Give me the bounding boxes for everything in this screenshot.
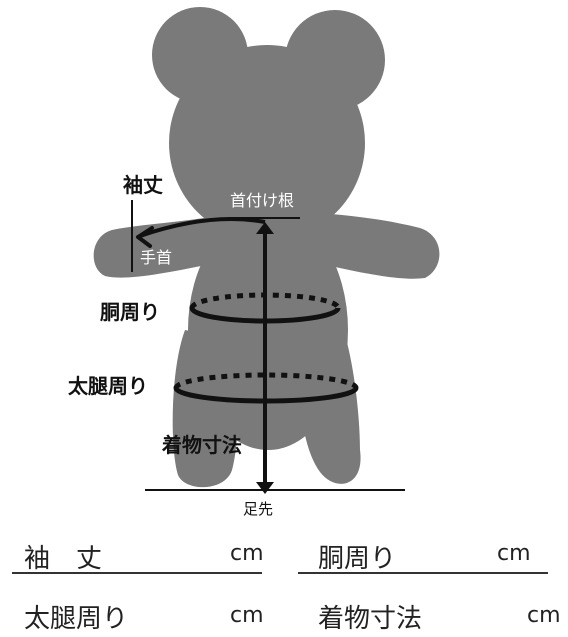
sleeve-arrow-line xyxy=(139,217,266,238)
field-label-length: 着物寸法 xyxy=(318,604,423,634)
waist-ellipse-front xyxy=(189,307,341,324)
field-label-sleeve: 袖 丈 xyxy=(24,544,103,574)
sleeve-arrowhead xyxy=(136,226,154,248)
field-unit-sleeve: cm xyxy=(230,541,264,566)
bear-right-leg xyxy=(298,335,361,484)
bear-measurement-diagram: 袖丈 首付け根 手首 胴周り 太腿周り 着物寸法 足先 xyxy=(68,7,440,518)
field-label-waist: 胴周り xyxy=(318,544,397,574)
field-input-sleeve[interactable] xyxy=(12,572,262,574)
label-thigh: 太腿周り xyxy=(68,374,148,398)
length-arrowhead-top xyxy=(256,222,274,234)
label-length: 着物寸法 xyxy=(161,433,242,457)
thigh-ellipse-front xyxy=(173,387,359,404)
field-unit-length: cm xyxy=(527,603,561,628)
field-unit-waist: cm xyxy=(497,541,531,566)
thigh-ellipse-back xyxy=(173,372,359,389)
label-neck-base: 首付け根 xyxy=(230,191,294,210)
bear-left-leg xyxy=(172,330,239,488)
label-toe: 足先 xyxy=(243,500,273,518)
field-input-waist[interactable] xyxy=(298,572,548,574)
waist-ellipse-back xyxy=(189,292,341,309)
bear-head xyxy=(169,45,365,241)
field-label-thigh: 太腿周り xyxy=(24,604,129,634)
label-sleeve: 袖丈 xyxy=(123,173,163,197)
field-unit-thigh: cm xyxy=(230,603,264,628)
label-wrist: 手首 xyxy=(140,248,172,267)
label-waist: 胴周り xyxy=(99,300,160,324)
length-arrowhead-bottom xyxy=(256,482,274,494)
bear-silhouette xyxy=(93,7,440,488)
